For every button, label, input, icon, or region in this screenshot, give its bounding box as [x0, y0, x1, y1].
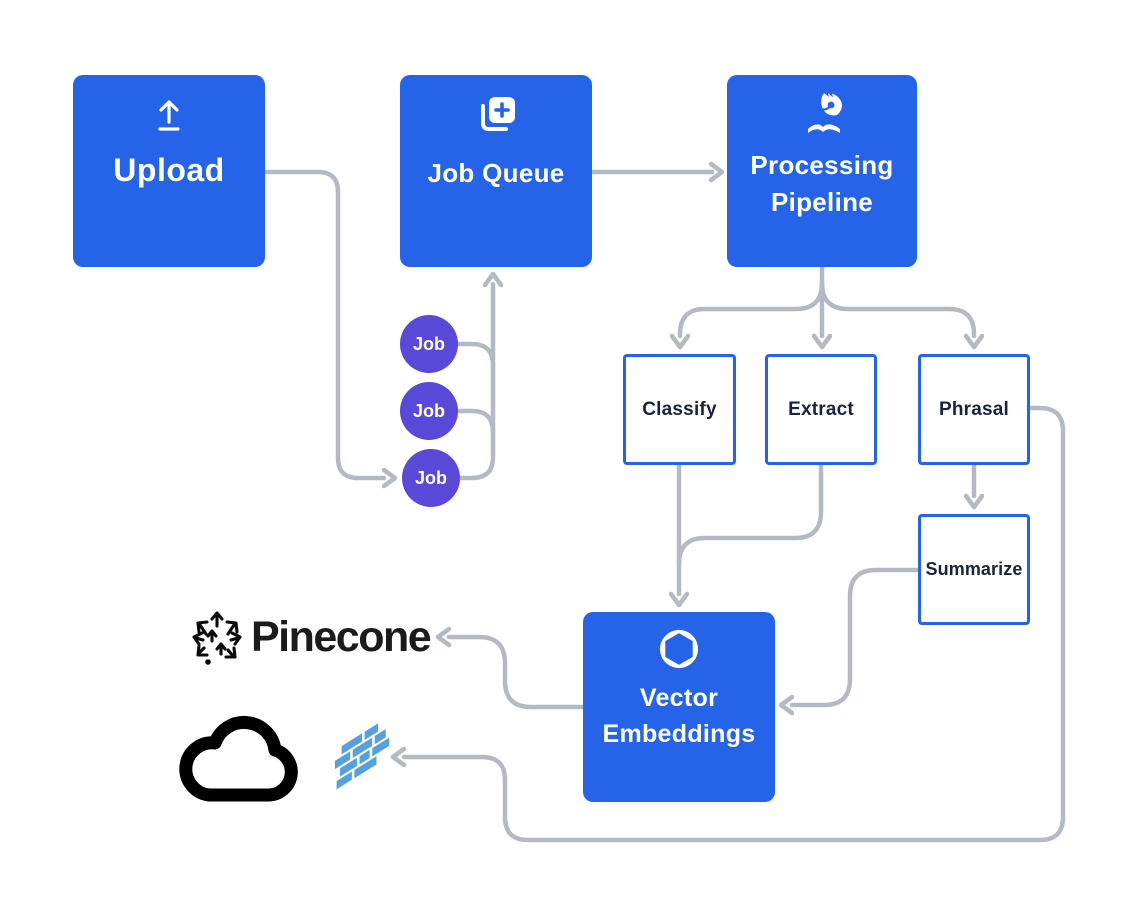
job-badge-1: Job	[400, 315, 458, 373]
arrowhead-down	[963, 493, 985, 510]
node-job-queue: Job Queue	[400, 75, 592, 267]
node-phrasal-label: Phrasal	[938, 398, 1010, 420]
arrowhead-down	[963, 333, 985, 350]
node-upload: Upload	[73, 75, 265, 267]
node-extract: Extract	[765, 354, 877, 465]
arrowhead-up	[482, 271, 504, 288]
arrowhead-left	[435, 626, 452, 648]
parquet-floor-icon	[310, 722, 400, 796]
job-badge-label: Job	[412, 400, 445, 421]
node-processing-pipeline-label: Processing Pipeline	[750, 150, 894, 217]
edge-extract-merge	[676, 462, 824, 567]
edge-vector-to-pinecone	[446, 634, 586, 710]
edge-job2-merge	[455, 408, 496, 435]
arrowhead-left	[778, 694, 795, 716]
arrowhead-right	[381, 467, 398, 489]
node-classify-label: Classify	[642, 398, 717, 420]
node-vector-embeddings: Vector Embeddings	[583, 612, 775, 802]
job-badge-label: Job	[412, 333, 445, 354]
arrowhead-down	[668, 591, 690, 608]
cloud-outline-icon	[172, 702, 306, 814]
pinecone-logo: Pinecone	[191, 608, 432, 666]
edge-phrasal-to-storage	[401, 405, 1066, 843]
arrowhead-down	[811, 333, 833, 350]
edge-jobs-to-queue	[456, 281, 496, 481]
node-processing-pipeline: Processing Pipeline	[727, 75, 917, 267]
edge-upload-to-job	[262, 169, 387, 481]
job-badge-3: Job	[402, 449, 460, 507]
edge-pipeline-to-classify	[677, 280, 825, 339]
node-upload-label: Upload	[113, 152, 225, 188]
node-classify: Classify	[623, 354, 736, 465]
node-job-queue-label: Job Queue	[427, 158, 565, 188]
storage-group	[172, 702, 400, 814]
node-vector-embeddings-label: Vector Embeddings	[602, 684, 756, 749]
arrowhead-down	[669, 333, 691, 350]
phoenix-book-icon	[796, 89, 848, 139]
job-badge-2: Job	[400, 382, 458, 440]
node-extract-label: Extract	[788, 398, 854, 420]
pinecone-wordmark: Pinecone	[251, 612, 432, 661]
arrowhead-right	[708, 161, 725, 183]
edge-summarize-to-vector	[789, 567, 921, 708]
node-summarize-label: Summarize	[925, 559, 1023, 579]
edge-job1-merge	[455, 341, 496, 368]
upload-icon	[147, 95, 191, 139]
node-summarize: Summarize	[918, 514, 1030, 625]
openai-logo-icon	[656, 626, 702, 672]
job-badge-label: Job	[414, 467, 447, 488]
edge-pipeline-to-phrasal	[819, 280, 977, 339]
pinecone-arrows-icon	[191, 608, 243, 666]
arrowhead-left	[390, 746, 407, 768]
copy-plus-icon	[472, 93, 520, 139]
node-phrasal: Phrasal	[918, 354, 1030, 465]
